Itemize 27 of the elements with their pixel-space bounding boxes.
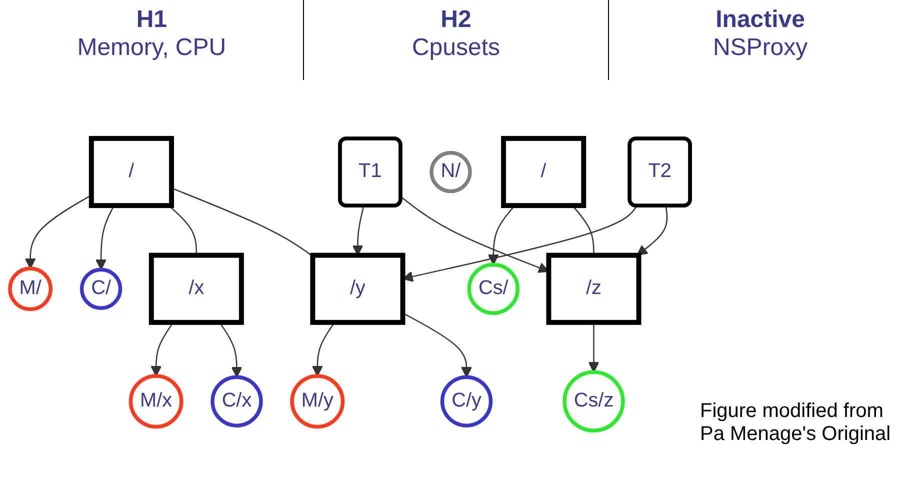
node-circle: N/ — [430, 150, 472, 194]
column-subheading: NSProxy — [712, 34, 808, 62]
node-circle: M/x — [128, 374, 184, 429]
arrow — [312, 322, 336, 376]
node-circle: M/y — [290, 374, 345, 429]
arrow — [588, 322, 600, 373]
column-subheading: Memory, CPU — [77, 34, 226, 62]
node-circle: C/ — [80, 268, 122, 310]
node-box: / — [501, 136, 586, 208]
node-box: /y — [310, 252, 406, 325]
column-subheading: Cpusets — [412, 34, 500, 62]
node-circle: C/y — [440, 375, 493, 428]
node-box: / — [88, 136, 174, 208]
node-circle: M/ — [8, 266, 53, 312]
arrow — [636, 206, 668, 256]
node-circle: Cs/ — [467, 262, 520, 315]
column-heading: H2 — [440, 6, 472, 34]
node-box: /z — [546, 252, 642, 325]
column-heading: H1 — [136, 6, 167, 34]
arrow — [150, 322, 174, 376]
caption: Figure modified from Pa Menage's Original — [700, 400, 892, 446]
connector — [168, 205, 198, 256]
arrow — [219, 322, 242, 378]
column-heading: Inactive — [716, 6, 806, 34]
node-box: /x — [148, 252, 244, 325]
node-circle: C/x — [210, 375, 263, 428]
node-circle: Cs/z — [562, 370, 625, 432]
